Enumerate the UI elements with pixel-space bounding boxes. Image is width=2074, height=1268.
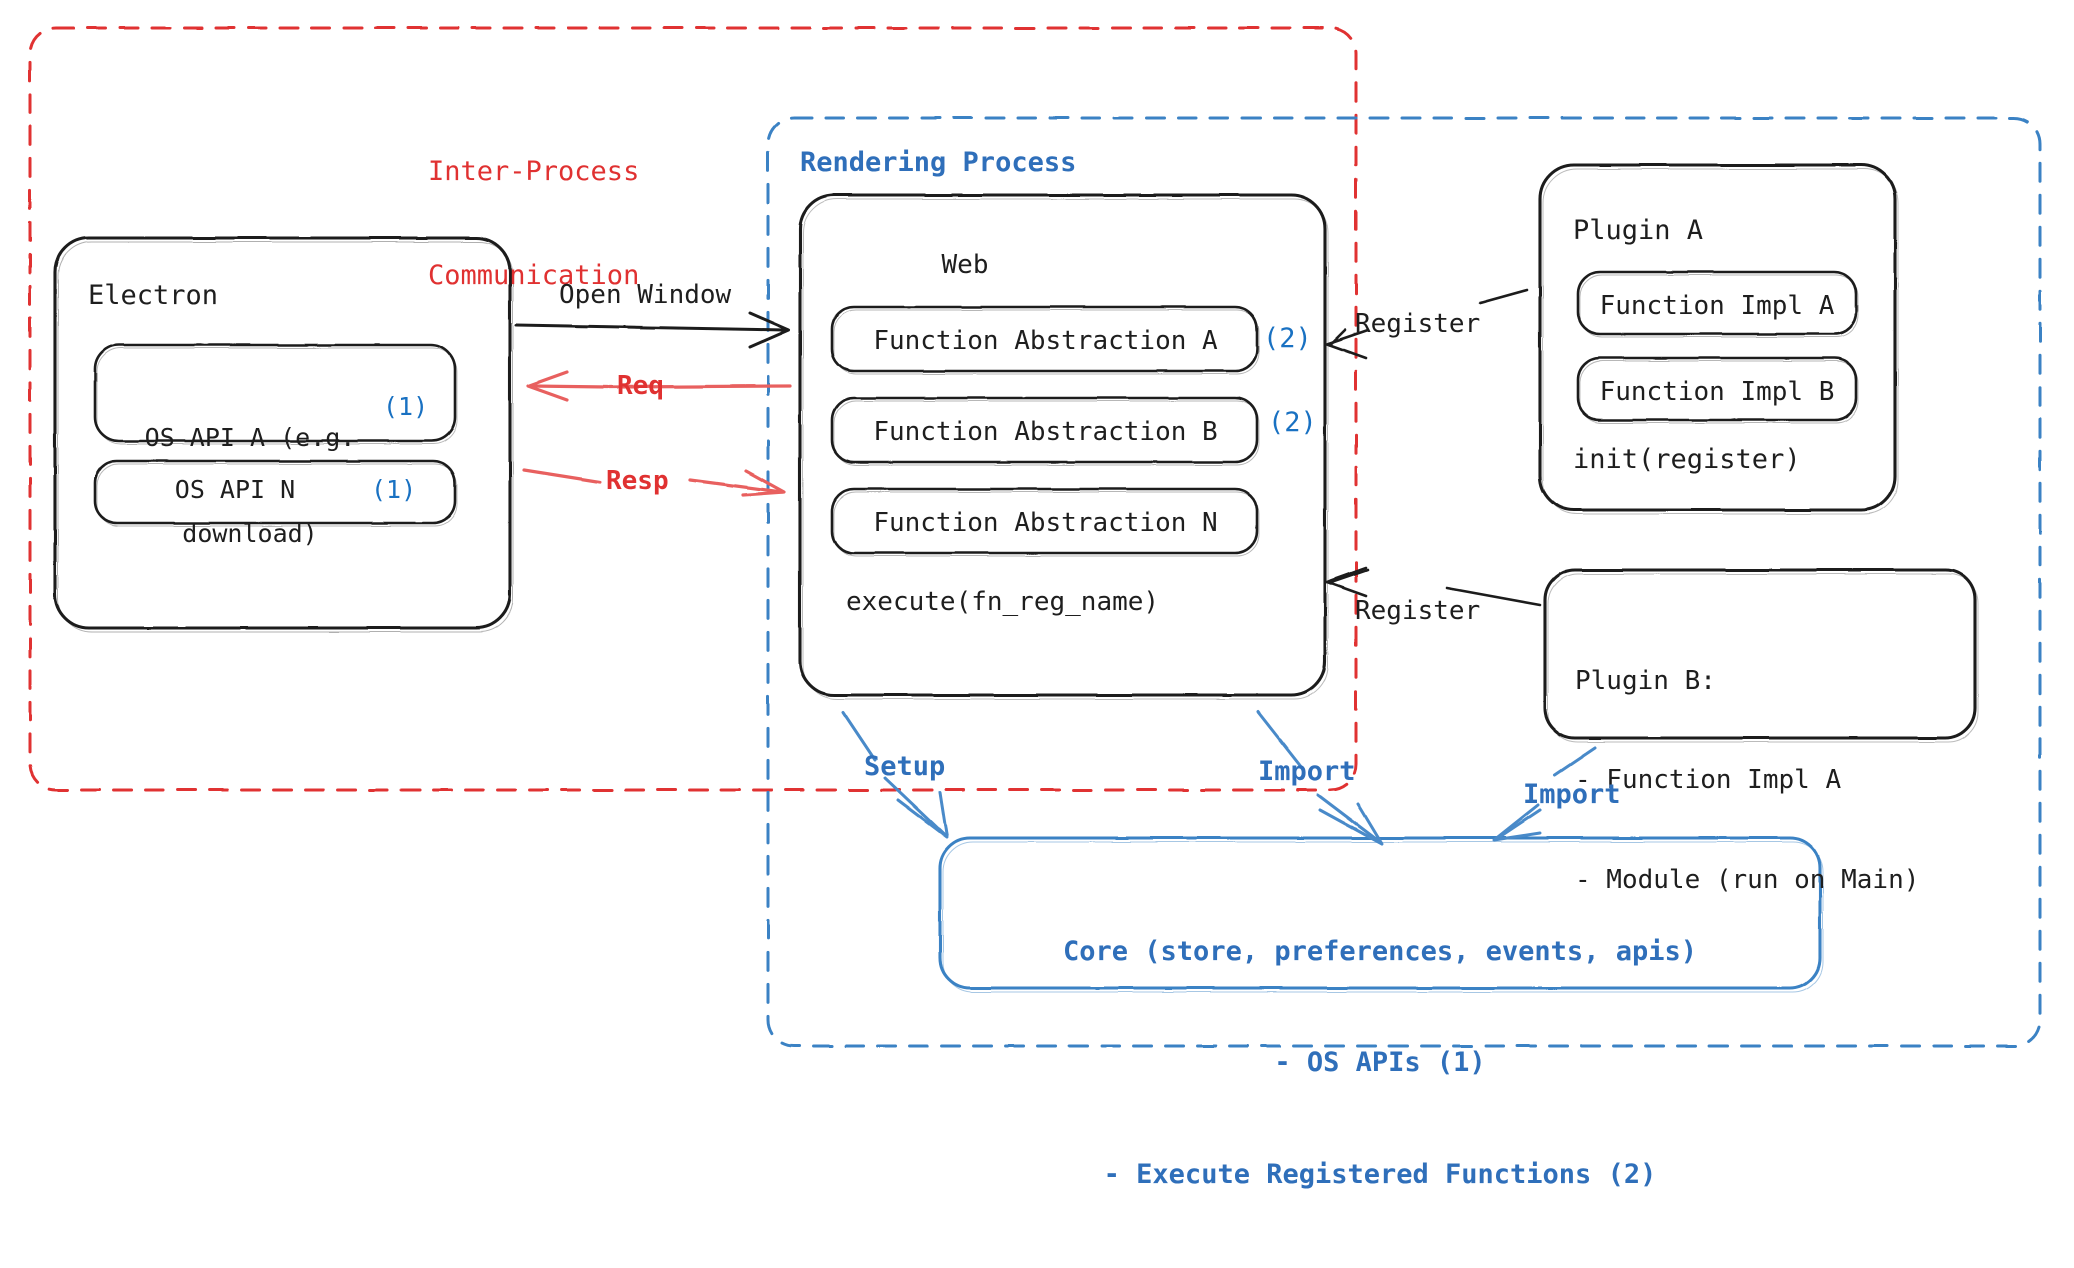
group-border-ipc xyxy=(28,26,1358,792)
plugin-b-line-2: - Module (run on Main) xyxy=(1575,865,1920,896)
edge-label-req: Req xyxy=(617,371,664,401)
diagram-shapes xyxy=(28,26,2042,1048)
node-label-os-api-a: OS API A (e.g. download) xyxy=(100,358,400,614)
group-border-rendering xyxy=(766,116,2042,1048)
node-box-abstraction-n xyxy=(830,487,1260,557)
diagram-canvas: Inter-Process Communication Rendering Pr… xyxy=(28,26,2042,1190)
node-label-function-impl-a: Function Impl A xyxy=(1599,291,1835,321)
edge-register-top xyxy=(1325,288,1529,360)
group-label-ipc: Inter-Process Communication xyxy=(428,86,639,362)
node-label-function-impl-b: Function Impl B xyxy=(1599,377,1835,407)
node-title-electron: Electron xyxy=(88,280,219,311)
edge-setup xyxy=(841,710,949,839)
node-label-os-api-n: OS API N xyxy=(174,475,296,504)
node-box-function-impl-b xyxy=(1576,356,1859,424)
marker-os-api-n: (1) xyxy=(371,475,417,504)
os-api-a-line1: OS API A (e.g. xyxy=(144,423,356,452)
marker-abstraction-a: (2) xyxy=(1263,323,1312,354)
node-footer-web-execute: execute(fn_reg_name) xyxy=(846,587,1160,617)
plugin-b-title: Plugin B: xyxy=(1575,665,1716,696)
node-label-plugin-b: Plugin B: - Function Impl A - Module (ru… xyxy=(1575,598,1919,964)
node-title-web: Web xyxy=(941,250,989,280)
node-label-abstraction-b: Function Abstraction B xyxy=(873,417,1218,447)
group-label-ipc-line1: Inter-Process xyxy=(428,156,640,188)
edge-open-window xyxy=(514,311,791,349)
node-box-abstraction-b xyxy=(830,396,1260,466)
edge-label-open-window: Open Window xyxy=(559,280,732,310)
edge-label-register-bottom: Register xyxy=(1355,596,1481,626)
edge-req xyxy=(526,370,792,402)
node-box-plugin-a xyxy=(1538,163,1899,515)
edge-import-web xyxy=(1256,710,1384,846)
edge-label-import-plugin-b: Import xyxy=(1523,779,1621,810)
group-label-rendering: Rendering Process xyxy=(800,147,1077,178)
edge-resp xyxy=(522,468,786,497)
edge-register-bottom xyxy=(1325,566,1542,607)
edge-label-import-web: Import xyxy=(1258,756,1356,787)
edge-label-register-top: Register xyxy=(1355,309,1481,339)
edge-label-setup: Setup xyxy=(864,751,946,782)
plugin-b-line-1: - Function Impl A xyxy=(1575,765,1842,796)
marker-abstraction-b: (2) xyxy=(1268,407,1317,438)
node-footer-plugin-a-init: init(register) xyxy=(1573,444,1801,475)
node-title-plugin-a: Plugin A xyxy=(1573,215,1704,246)
node-box-plugin-b xyxy=(1543,568,1979,743)
core-line-1: Core (store, preferences, events, apis) xyxy=(1063,935,1697,967)
core-line-3: - Execute Registered Functions (2) xyxy=(1103,1159,1657,1190)
os-api-a-line2: download) xyxy=(182,519,318,548)
node-label-core: Core (store, preferences, events, apis) … xyxy=(940,858,1820,1268)
core-line-2: - OS APIs (1) xyxy=(1274,1047,1486,1079)
node-box-os-api-n xyxy=(93,459,458,527)
edge-label-resp: Resp xyxy=(606,466,669,496)
node-label-abstraction-n: Function Abstraction N xyxy=(873,508,1218,538)
node-box-abstraction-a xyxy=(830,305,1260,375)
node-label-abstraction-a: Function Abstraction A xyxy=(873,326,1218,356)
node-box-os-api-a xyxy=(93,343,458,445)
node-box-function-impl-a xyxy=(1576,270,1859,338)
group-label-ipc-line2: Communication xyxy=(428,259,640,291)
marker-os-api-a: (1) xyxy=(383,392,429,421)
edge-import-plugin-b xyxy=(1492,746,1597,842)
